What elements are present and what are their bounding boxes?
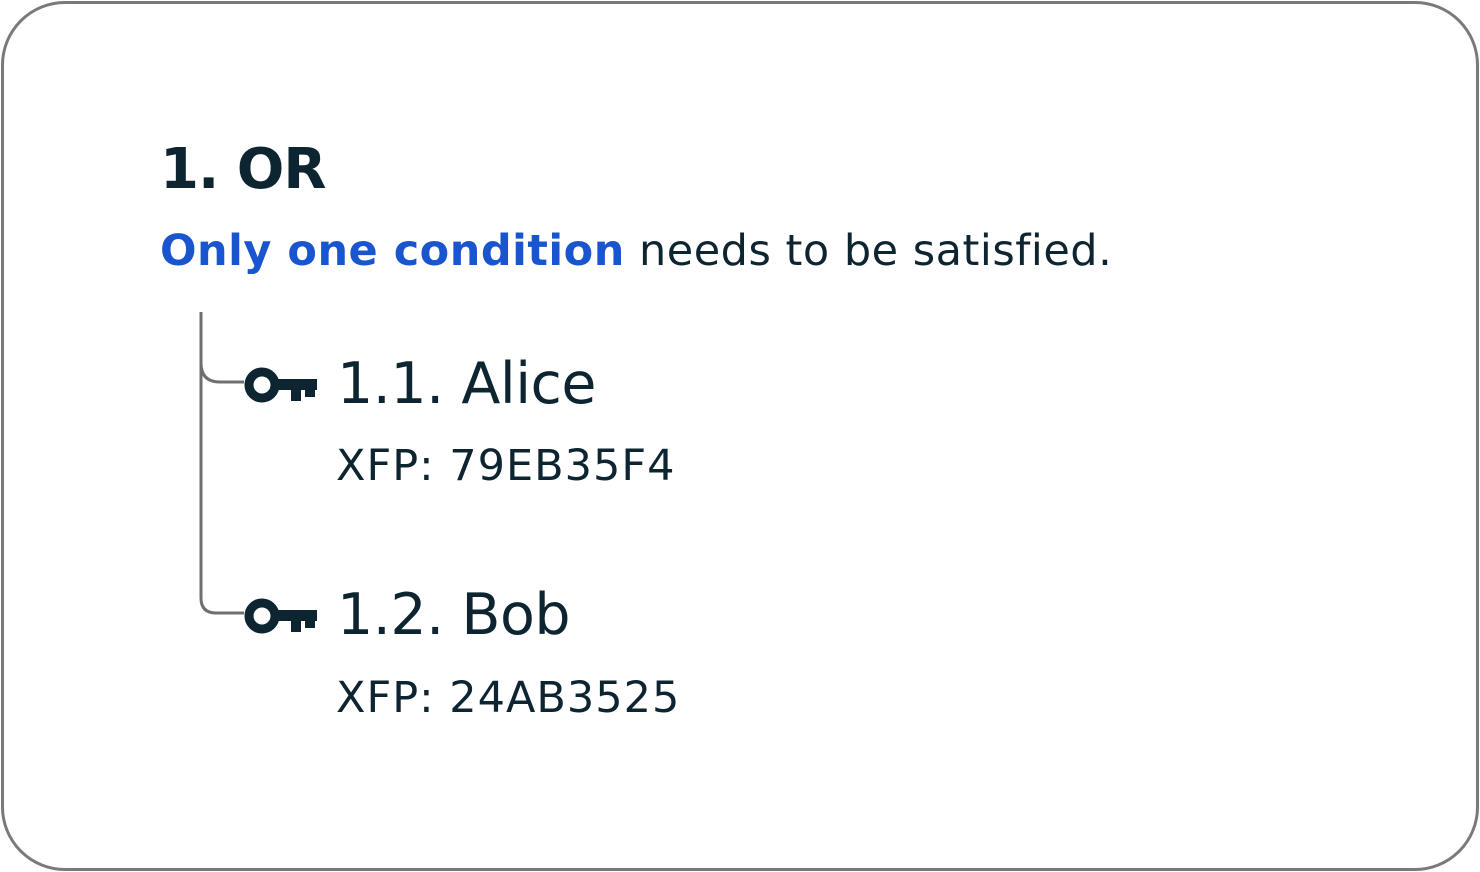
key-icon: [244, 598, 317, 634]
condition-description-rest: needs to be satisfied.: [638, 226, 1113, 276]
condition-highlight: Only one condition: [160, 226, 625, 276]
child-xfp: XFP: 79EB35F4: [336, 441, 676, 491]
child-title: 1.2. Bob: [337, 582, 571, 648]
key-icon: [244, 367, 317, 403]
condition-description: Only one condition needs to be satisfied…: [160, 224, 1112, 278]
child-title: 1.1. Alice: [337, 351, 596, 417]
child-xfp: XFP: 24AB3525: [336, 673, 681, 723]
condition-title: 1. OR: [160, 137, 326, 202]
